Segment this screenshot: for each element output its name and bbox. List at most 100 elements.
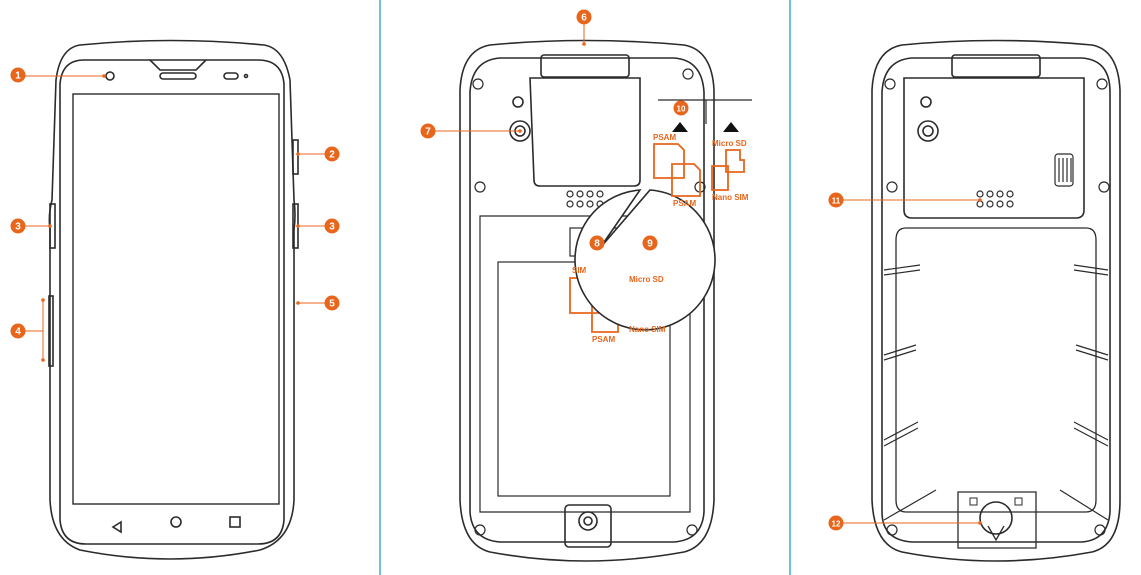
- callout-anchor-dot: [41, 298, 45, 302]
- callout-3: 3: [10, 218, 50, 234]
- back-flash-icon: [920, 96, 932, 108]
- front-body-outline: [59, 59, 285, 545]
- callout-badge: [10, 323, 26, 339]
- callout-11: 11: [828, 192, 980, 208]
- callout-badge: [576, 9, 592, 25]
- back-corner-screws: [884, 78, 1110, 536]
- callout-2: 2: [298, 146, 340, 162]
- back-camera-icon: [917, 120, 939, 142]
- callout-number: 4: [15, 327, 21, 338]
- callout-anchor-dot: [582, 42, 586, 46]
- power-button[interactable]: [292, 139, 299, 175]
- slot-label-micro-sd: Micro SD: [629, 275, 664, 284]
- callout-anchor-dot: [48, 224, 52, 228]
- callout-anchor-dot: [518, 129, 522, 133]
- callout-number: 6: [581, 13, 587, 24]
- callout-anchor-dot: [978, 521, 982, 525]
- front-top-notch: [149, 59, 207, 71]
- back-view: [871, 39, 1121, 562]
- front-camera-icon: [105, 71, 115, 81]
- callout-3-right: 3: [298, 218, 340, 234]
- callout-number: 9: [647, 239, 653, 250]
- slot-label-nano-sim: Nano SIM: [629, 325, 666, 334]
- cover-ribs: [883, 264, 1109, 521]
- display-screen: [72, 93, 280, 505]
- camera-module-housing: [529, 77, 641, 187]
- callout-12: 12: [828, 515, 980, 531]
- back-camera-lens: [922, 125, 934, 137]
- callout-9: 9: [642, 235, 658, 251]
- speaker-grille: [566, 190, 604, 208]
- callout-badge: [324, 218, 340, 234]
- strap-hook: [987, 525, 1005, 542]
- slot-label-psam: PSAM: [592, 335, 615, 344]
- callout-1: 1: [10, 67, 104, 83]
- callout-6: 6: [576, 9, 592, 44]
- back-camera-panel: [903, 77, 1085, 219]
- zoom-psam-arrow-icon: [672, 122, 688, 132]
- callout-badge: [828, 192, 844, 208]
- back-bumper: [871, 39, 1121, 562]
- zoom-label-nano-sim: Nano SIM: [712, 193, 749, 202]
- callout-number: 12: [832, 520, 841, 529]
- callout-number: 8: [594, 239, 600, 250]
- strap-ring-icon: [979, 501, 1013, 535]
- callout-badge: [589, 235, 605, 251]
- zoom-bubble: [574, 189, 716, 331]
- lanyard-hole-inner: [583, 516, 593, 526]
- callout-badge: [10, 67, 26, 83]
- zoom-label-psam-bottom: PSAM: [673, 199, 696, 208]
- earpiece-speaker: [159, 72, 197, 80]
- callout-number: 5: [329, 299, 335, 310]
- callout-badge: [324, 146, 340, 162]
- callout-number: 11: [832, 197, 841, 206]
- callout-anchor-dot: [41, 358, 45, 362]
- callout-number: 1: [15, 71, 21, 82]
- callout-anchor-dot: [978, 198, 982, 202]
- triangle-back-icon[interactable]: [111, 520, 122, 534]
- callout-anchor-dot: [296, 301, 300, 305]
- zoom-label-micro-sd: Micro SD: [712, 139, 747, 148]
- scanner-window: [540, 54, 630, 78]
- zoom-nano-sim-icon: [711, 165, 729, 191]
- charging-port-housing: [564, 504, 612, 548]
- strap-lock-right: [1014, 497, 1023, 506]
- light-sensor: [223, 72, 239, 80]
- zoom-psam-card-1-icon: [653, 143, 685, 179]
- callout-10: 10: [673, 100, 689, 116]
- back-speaker-grille: [976, 190, 1014, 208]
- strap-lock-left: [969, 497, 978, 506]
- front-bumper-outline: [48, 39, 296, 560]
- callout-anchor-dot: [296, 152, 300, 156]
- callout-badge: [828, 515, 844, 531]
- indicator-led: [243, 73, 249, 79]
- callout-4: 4: [10, 300, 44, 360]
- callout-number: 3: [15, 222, 21, 233]
- callout-badge: [324, 295, 340, 311]
- back-vent-slots: [1054, 153, 1074, 187]
- callout-anchor-dot: [102, 74, 106, 78]
- callout-badge: [10, 218, 26, 234]
- callout-badge: [673, 100, 689, 116]
- zoom-micro-sd-icon: [725, 149, 745, 173]
- back-open-view: [459, 39, 752, 562]
- slot-label-sim: SIM: [572, 266, 587, 275]
- callout-8: 8: [589, 235, 605, 251]
- back-open-body: [469, 57, 705, 543]
- callout-badge: [642, 235, 658, 251]
- callout-number: 2: [329, 150, 335, 161]
- back-scanner-window: [951, 54, 1041, 78]
- callout-number: 3: [329, 222, 335, 233]
- lanyard-hole-icon: [578, 511, 598, 531]
- callout-7: 7: [420, 123, 520, 139]
- square-recents-icon[interactable]: [229, 516, 241, 528]
- callout-number: 10: [677, 105, 686, 114]
- callout-badge: [420, 123, 436, 139]
- callout-number: 7: [425, 127, 431, 138]
- zoom-sd-arrow-icon: [723, 122, 739, 132]
- volume-buttons[interactable]: [48, 295, 54, 367]
- circle-home-icon[interactable]: [170, 516, 182, 528]
- flash-icon: [512, 96, 524, 108]
